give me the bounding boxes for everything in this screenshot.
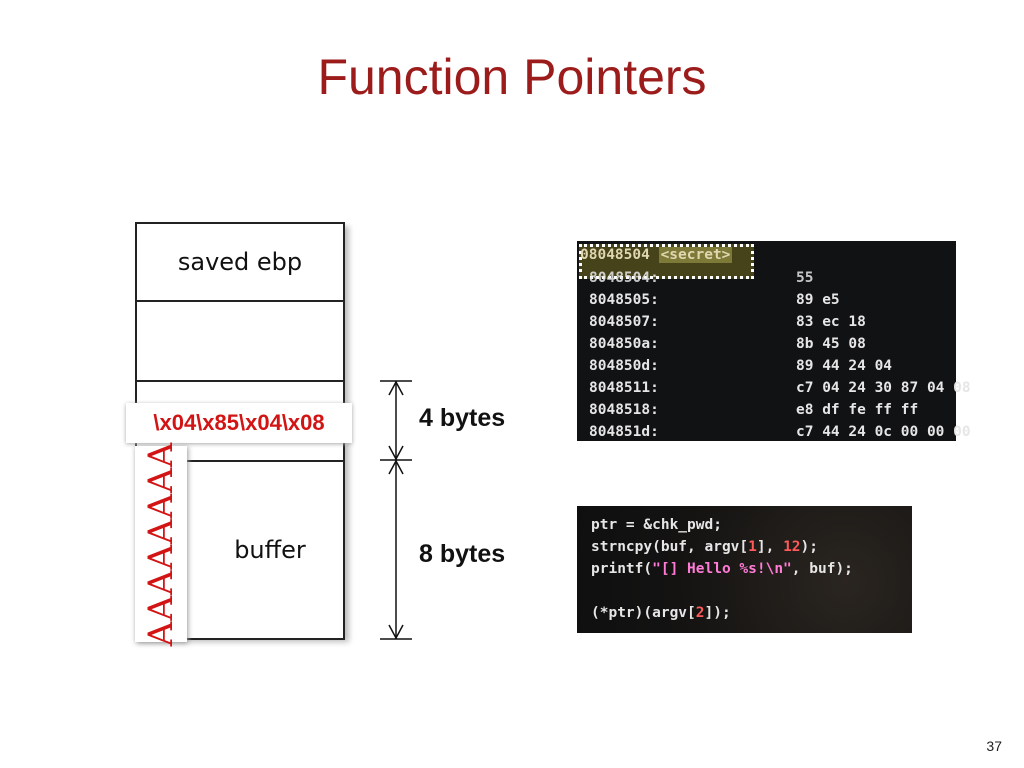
padding-overwrite [135, 446, 187, 642]
dim-4-arrow-up [388, 380, 404, 396]
code-line-1: ptr = &chk_pwd; [591, 517, 722, 533]
asm-address: 8048511: [589, 380, 659, 396]
asm-bytes: 55 [796, 270, 814, 286]
dim-4-arrow-down [388, 445, 404, 461]
return-address-bytes: \x04\x85\x04\x08 [153, 410, 325, 435]
eight-bytes-label: 8 bytes [419, 540, 506, 568]
slide-title: Function Pointers [317, 49, 707, 105]
asm-bytes: 89 e5 [796, 292, 840, 308]
padding-bytes: AAAAAAAA [141, 441, 181, 647]
dimension-arrows [380, 380, 412, 640]
asm-bytes: c7 44 24 0c 00 00 00 [796, 424, 971, 440]
stack-cell-buffer: buffer [135, 460, 345, 640]
asm-address: 8048504: [589, 270, 659, 286]
asm-bytes: e8 df fe ff ff [796, 402, 919, 418]
source-code-panel: ptr = &chk_pwd; strncpy(buf, argv[1], 12… [577, 506, 912, 633]
stack-cell-saved-ebp: saved ebp [135, 222, 345, 302]
asm-address: 804851d: [589, 424, 659, 440]
asm-bytes: 83 ec 18 [796, 314, 866, 330]
disassembly-panel: 08048504 <secret> 8048504: 55 8048505: 89 e… [577, 241, 971, 441]
stack-cell-empty [135, 300, 345, 382]
dim-8-arrow-up [388, 459, 404, 475]
code-line-2: strncpy(buf, argv[1], 12); [591, 539, 819, 555]
asm-bytes: 89 44 24 04 [796, 358, 893, 374]
code-line-3: printf("[] Hello %s!\n", buf); [591, 561, 853, 577]
code-line-4: (*ptr)(argv[2]); [591, 605, 731, 621]
page-number: 37 [986, 738, 1002, 754]
dim-8-arrow-down [388, 624, 404, 640]
secret-addr: 08048504 [580, 247, 650, 263]
return-address-overwrite: \x04\x85\x04\x08 [126, 403, 352, 443]
saved-ebp-label: saved ebp [177, 248, 303, 276]
asm-address: 804850d: [589, 358, 659, 374]
secret-symbol: <secret> [658, 247, 733, 263]
asm-address: 8048507: [589, 314, 659, 330]
asm-address: 8048518: [589, 402, 659, 418]
asm-bytes: 8b 45 08 [796, 336, 866, 352]
four-bytes-label: 4 bytes [419, 404, 506, 432]
asm-address: 8048505: [589, 292, 659, 308]
secret-header: 08048504 <secret> [580, 247, 733, 263]
asm-bytes: c7 04 24 30 87 04 08 [796, 380, 971, 396]
buffer-label: buffer [234, 536, 306, 564]
asm-address: 804850a: [589, 336, 659, 352]
